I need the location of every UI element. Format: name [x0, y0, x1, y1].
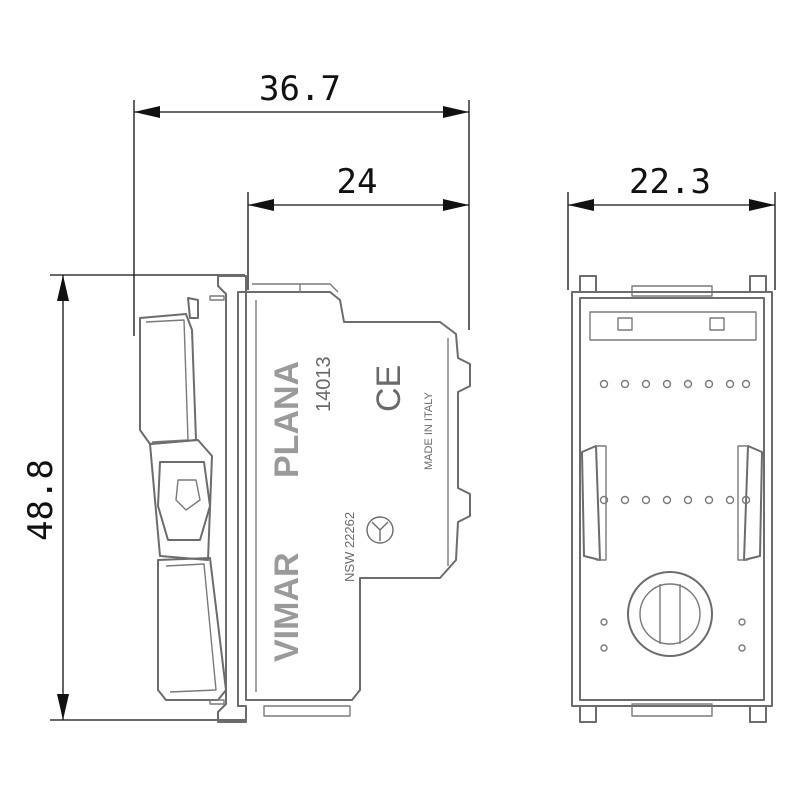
- approval-marking: NSW 22262: [342, 512, 357, 582]
- dimension-label-overall-depth: 36.7: [259, 69, 341, 109]
- dimension-width: 22.3: [567, 162, 776, 290]
- switch-body: [245, 283, 471, 717]
- dimension-label-width: 22.3: [629, 162, 711, 202]
- dimension-label-body-depth: 24: [337, 162, 378, 202]
- side-holes: [600, 618, 746, 652]
- series-marking: PLANA: [268, 361, 306, 478]
- dimension-overall-depth: 36.7: [133, 69, 470, 336]
- front-view: [571, 275, 773, 723]
- terminal-holes-upper: [599, 379, 751, 389]
- article-marking: 14013: [313, 356, 335, 412]
- dimension-label-height: 48.8: [21, 459, 61, 541]
- terminal-holes-lower: [599, 495, 751, 505]
- side-view: VIMAR PLANA 14013 NSW 22262 MADE IN ITAL…: [139, 275, 471, 723]
- brand-marking: VIMAR: [268, 552, 306, 662]
- ce-mark: CE: [370, 365, 408, 412]
- dimension-body-depth: 24: [247, 162, 469, 290]
- certification-mark-icon: [366, 516, 394, 544]
- rocker-key: [139, 297, 227, 701]
- screw-terminal: [627, 571, 713, 657]
- origin-marking: MADE IN ITALY: [423, 392, 435, 470]
- dimension-height: 48.8: [21, 274, 245, 721]
- mounting-flange: [209, 275, 247, 723]
